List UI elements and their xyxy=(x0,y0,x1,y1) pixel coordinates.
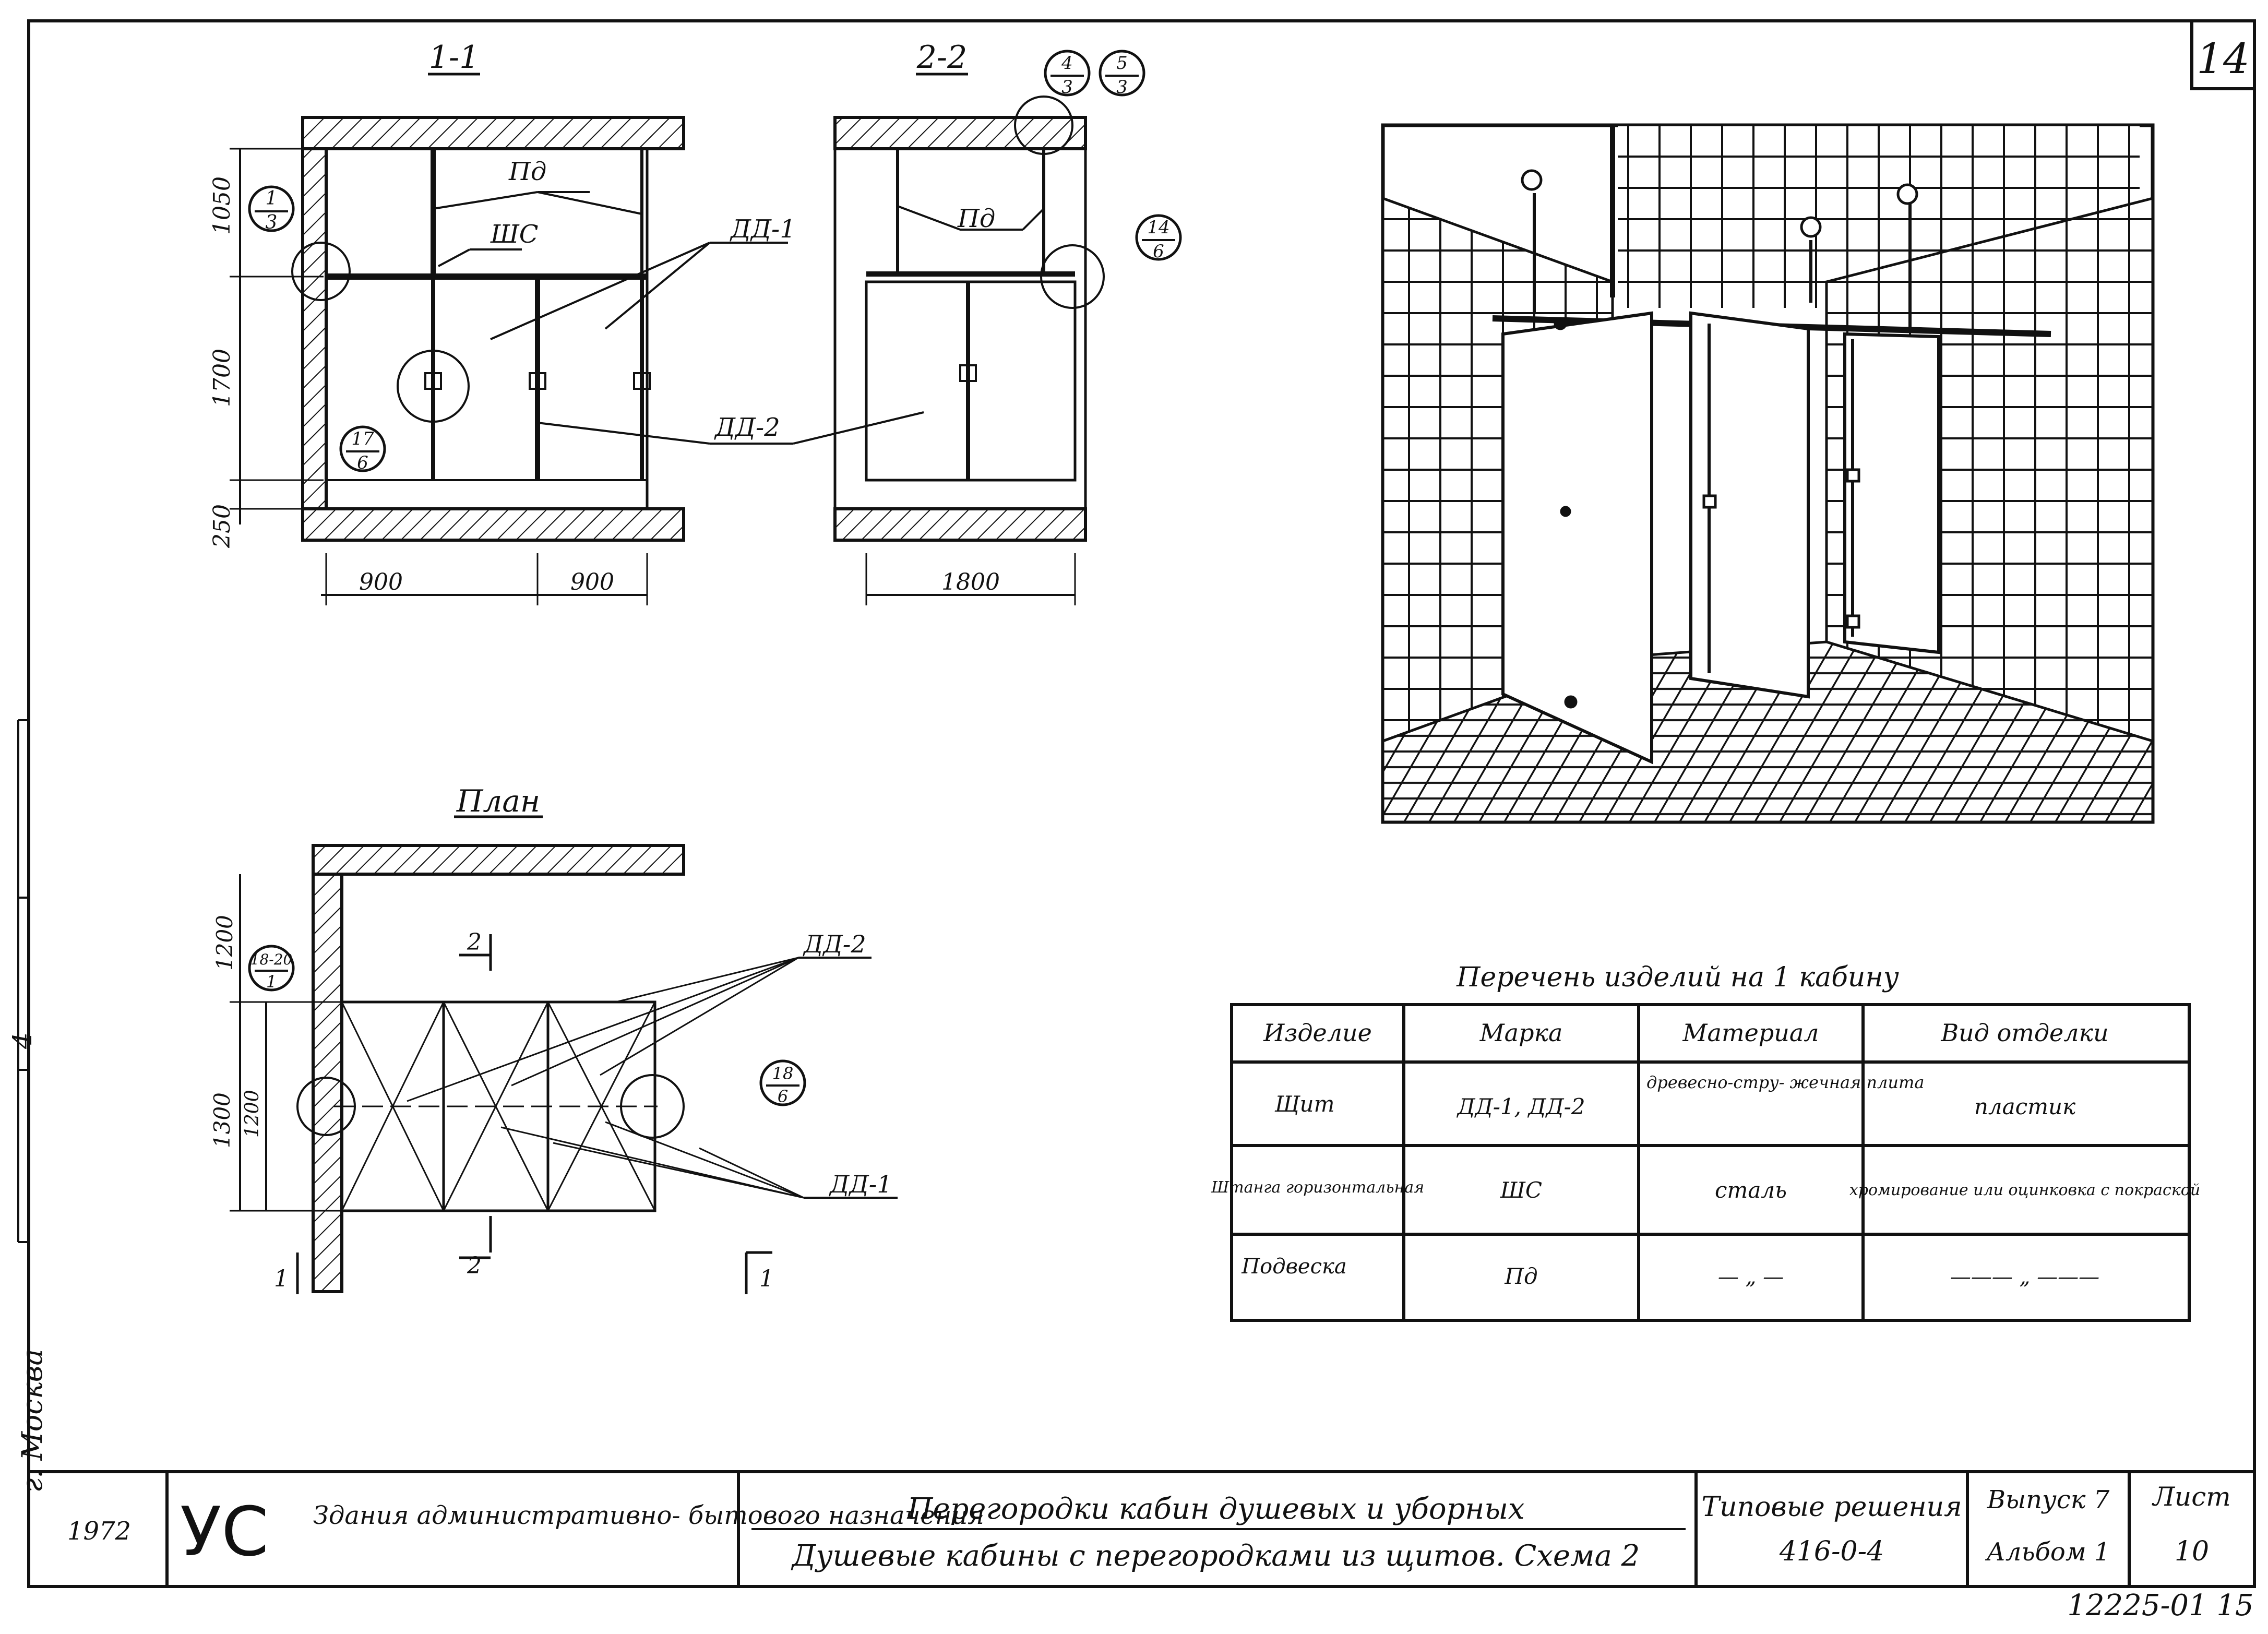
svg-text:3: 3 xyxy=(266,212,278,233)
svg-text:4: 4 xyxy=(1061,53,1073,74)
tb-year: 1972 xyxy=(67,1517,131,1546)
tb-series-label: Типовые решения xyxy=(1701,1492,1962,1523)
svg-text:6: 6 xyxy=(1153,241,1164,262)
cell-material: — „ — xyxy=(1718,1265,1784,1289)
tb-series-code: 416-0-4 xyxy=(1779,1536,1884,1567)
svg-text:3: 3 xyxy=(1116,77,1128,98)
cell-material: древесно-стру- жечная плита xyxy=(1646,1072,1924,1092)
section-2-2: 2-2 4 3 5 3 14 6 Пд 1800 xyxy=(833,39,1182,605)
svg-text:Пд: Пд xyxy=(957,204,995,233)
tb-album: Альбом 1 xyxy=(1985,1537,2110,1567)
svg-text:6: 6 xyxy=(357,452,368,473)
svg-text:3: 3 xyxy=(1061,77,1073,98)
callout-1-3 xyxy=(248,185,295,232)
plan-view: План 2 2 1 1 1200 130 xyxy=(209,783,898,1294)
callout-14-6 xyxy=(1135,214,1182,261)
svg-text:250: 250 xyxy=(209,504,235,548)
sheet-number-box: 14 xyxy=(2190,19,2256,90)
cell-item: Подвеска xyxy=(1241,1255,1346,1279)
svg-text:2: 2 xyxy=(467,1253,482,1279)
cell-finish: ——— „ ——— xyxy=(1950,1265,2099,1289)
tb-building-type: Здания административно- бытового назначе… xyxy=(313,1501,984,1530)
callout-4-3 xyxy=(1044,50,1091,97)
section-1-1-title: 1-1 xyxy=(429,39,480,76)
side-stamp-mark: 4 xyxy=(7,1032,38,1049)
svg-text:18-20: 18-20 xyxy=(250,951,293,968)
plan-title: План xyxy=(456,783,540,819)
tb-title-1: Перегородки кабин душевых и уборных xyxy=(906,1492,1524,1526)
plan-label-panel-2: ДД-2 xyxy=(803,930,866,958)
footer-code: 12225-01 15 xyxy=(2067,1589,2253,1623)
svg-text:1800: 1800 xyxy=(941,569,1000,595)
callout-5-3 xyxy=(1099,50,1145,97)
svg-text:1700: 1700 xyxy=(209,349,235,407)
sheet-number: 14 xyxy=(2197,34,2250,83)
cell-finish: пластик xyxy=(1974,1094,2076,1119)
svg-text:5: 5 xyxy=(1116,53,1128,74)
svg-text:2: 2 xyxy=(467,929,482,956)
tb-org: УС xyxy=(180,1492,269,1571)
label-hanger: Пд xyxy=(508,157,546,186)
table-title: Перечень изделий на 1 кабину xyxy=(1456,962,1899,993)
title-block: 1972 УС Здания административно- бытового… xyxy=(29,1470,2254,1587)
svg-text:1: 1 xyxy=(759,1266,774,1292)
cell-item: Штанга горизонтальная xyxy=(1211,1178,1424,1197)
svg-text:900: 900 xyxy=(359,569,403,595)
cell-mark: ДД-1, ДД-2 xyxy=(1456,1094,1585,1119)
svg-text:6: 6 xyxy=(778,1087,788,1106)
svg-text:17: 17 xyxy=(351,428,374,449)
svg-text:1050: 1050 xyxy=(209,176,235,235)
section-1-1: 1-1 1 3 17 6 xyxy=(209,39,924,605)
svg-text:1200: 1200 xyxy=(212,915,237,971)
svg-text:1: 1 xyxy=(274,1266,289,1292)
tb-title-2: Душевые кабины с перегородками из щитов.… xyxy=(791,1539,1640,1573)
panel-outline xyxy=(865,280,1077,482)
callout-18-20-1 xyxy=(248,945,295,992)
svg-text:1300: 1300 xyxy=(209,1092,235,1148)
th-material: Материал xyxy=(1682,1019,1819,1047)
plan-label-panel-1: ДД-1 xyxy=(829,1170,892,1198)
svg-text:900: 900 xyxy=(570,569,614,595)
cell-mark: Пд xyxy=(1504,1263,1537,1289)
ceiling-slab xyxy=(301,116,685,150)
svg-text:древесно-стру- жечная плита: древесно-стру- жечная плита xyxy=(1646,1072,1924,1092)
callout-17-6 xyxy=(339,425,386,472)
cell-mark: ШС xyxy=(1500,1177,1542,1203)
cell-item: Щит xyxy=(1274,1091,1335,1117)
th-item: Изделие xyxy=(1263,1019,1372,1047)
svg-text:1: 1 xyxy=(266,188,278,209)
th-finish: Вид отделки xyxy=(1940,1019,2108,1047)
items-table: Перечень изделий на 1 кабину Изделие Мар… xyxy=(1211,962,2200,1322)
tb-issue: Выпуск 7 xyxy=(1987,1485,2110,1514)
perspective-view xyxy=(1381,123,2155,824)
th-mark: Марка xyxy=(1479,1019,1563,1047)
tb-sheet-label: Лист xyxy=(2151,1482,2230,1512)
cell-finish: хромирование или оцинковка с покраской xyxy=(1849,1181,2200,1199)
cell-material: сталь xyxy=(1715,1177,1787,1203)
label-rod: ШС xyxy=(490,220,539,249)
label-panel-1: ДД-1 xyxy=(730,214,796,244)
svg-text:1200: 1200 xyxy=(242,1090,263,1138)
floor-slab xyxy=(301,507,685,542)
left-wall xyxy=(301,147,328,510)
svg-text:14: 14 xyxy=(1147,217,1169,238)
side-stamp: 4 г. Москва xyxy=(7,719,49,1493)
section-2-2-title: 2-2 xyxy=(916,39,968,76)
sheet-frame xyxy=(27,19,2256,1588)
side-stamp-city: г. Москва xyxy=(16,1349,49,1493)
callout-18-6 xyxy=(759,1059,806,1106)
tb-sheet: 10 xyxy=(2175,1536,2209,1567)
svg-text:1: 1 xyxy=(266,972,277,992)
label-panel-2: ДД-2 xyxy=(714,413,780,442)
svg-text:18: 18 xyxy=(772,1064,794,1083)
